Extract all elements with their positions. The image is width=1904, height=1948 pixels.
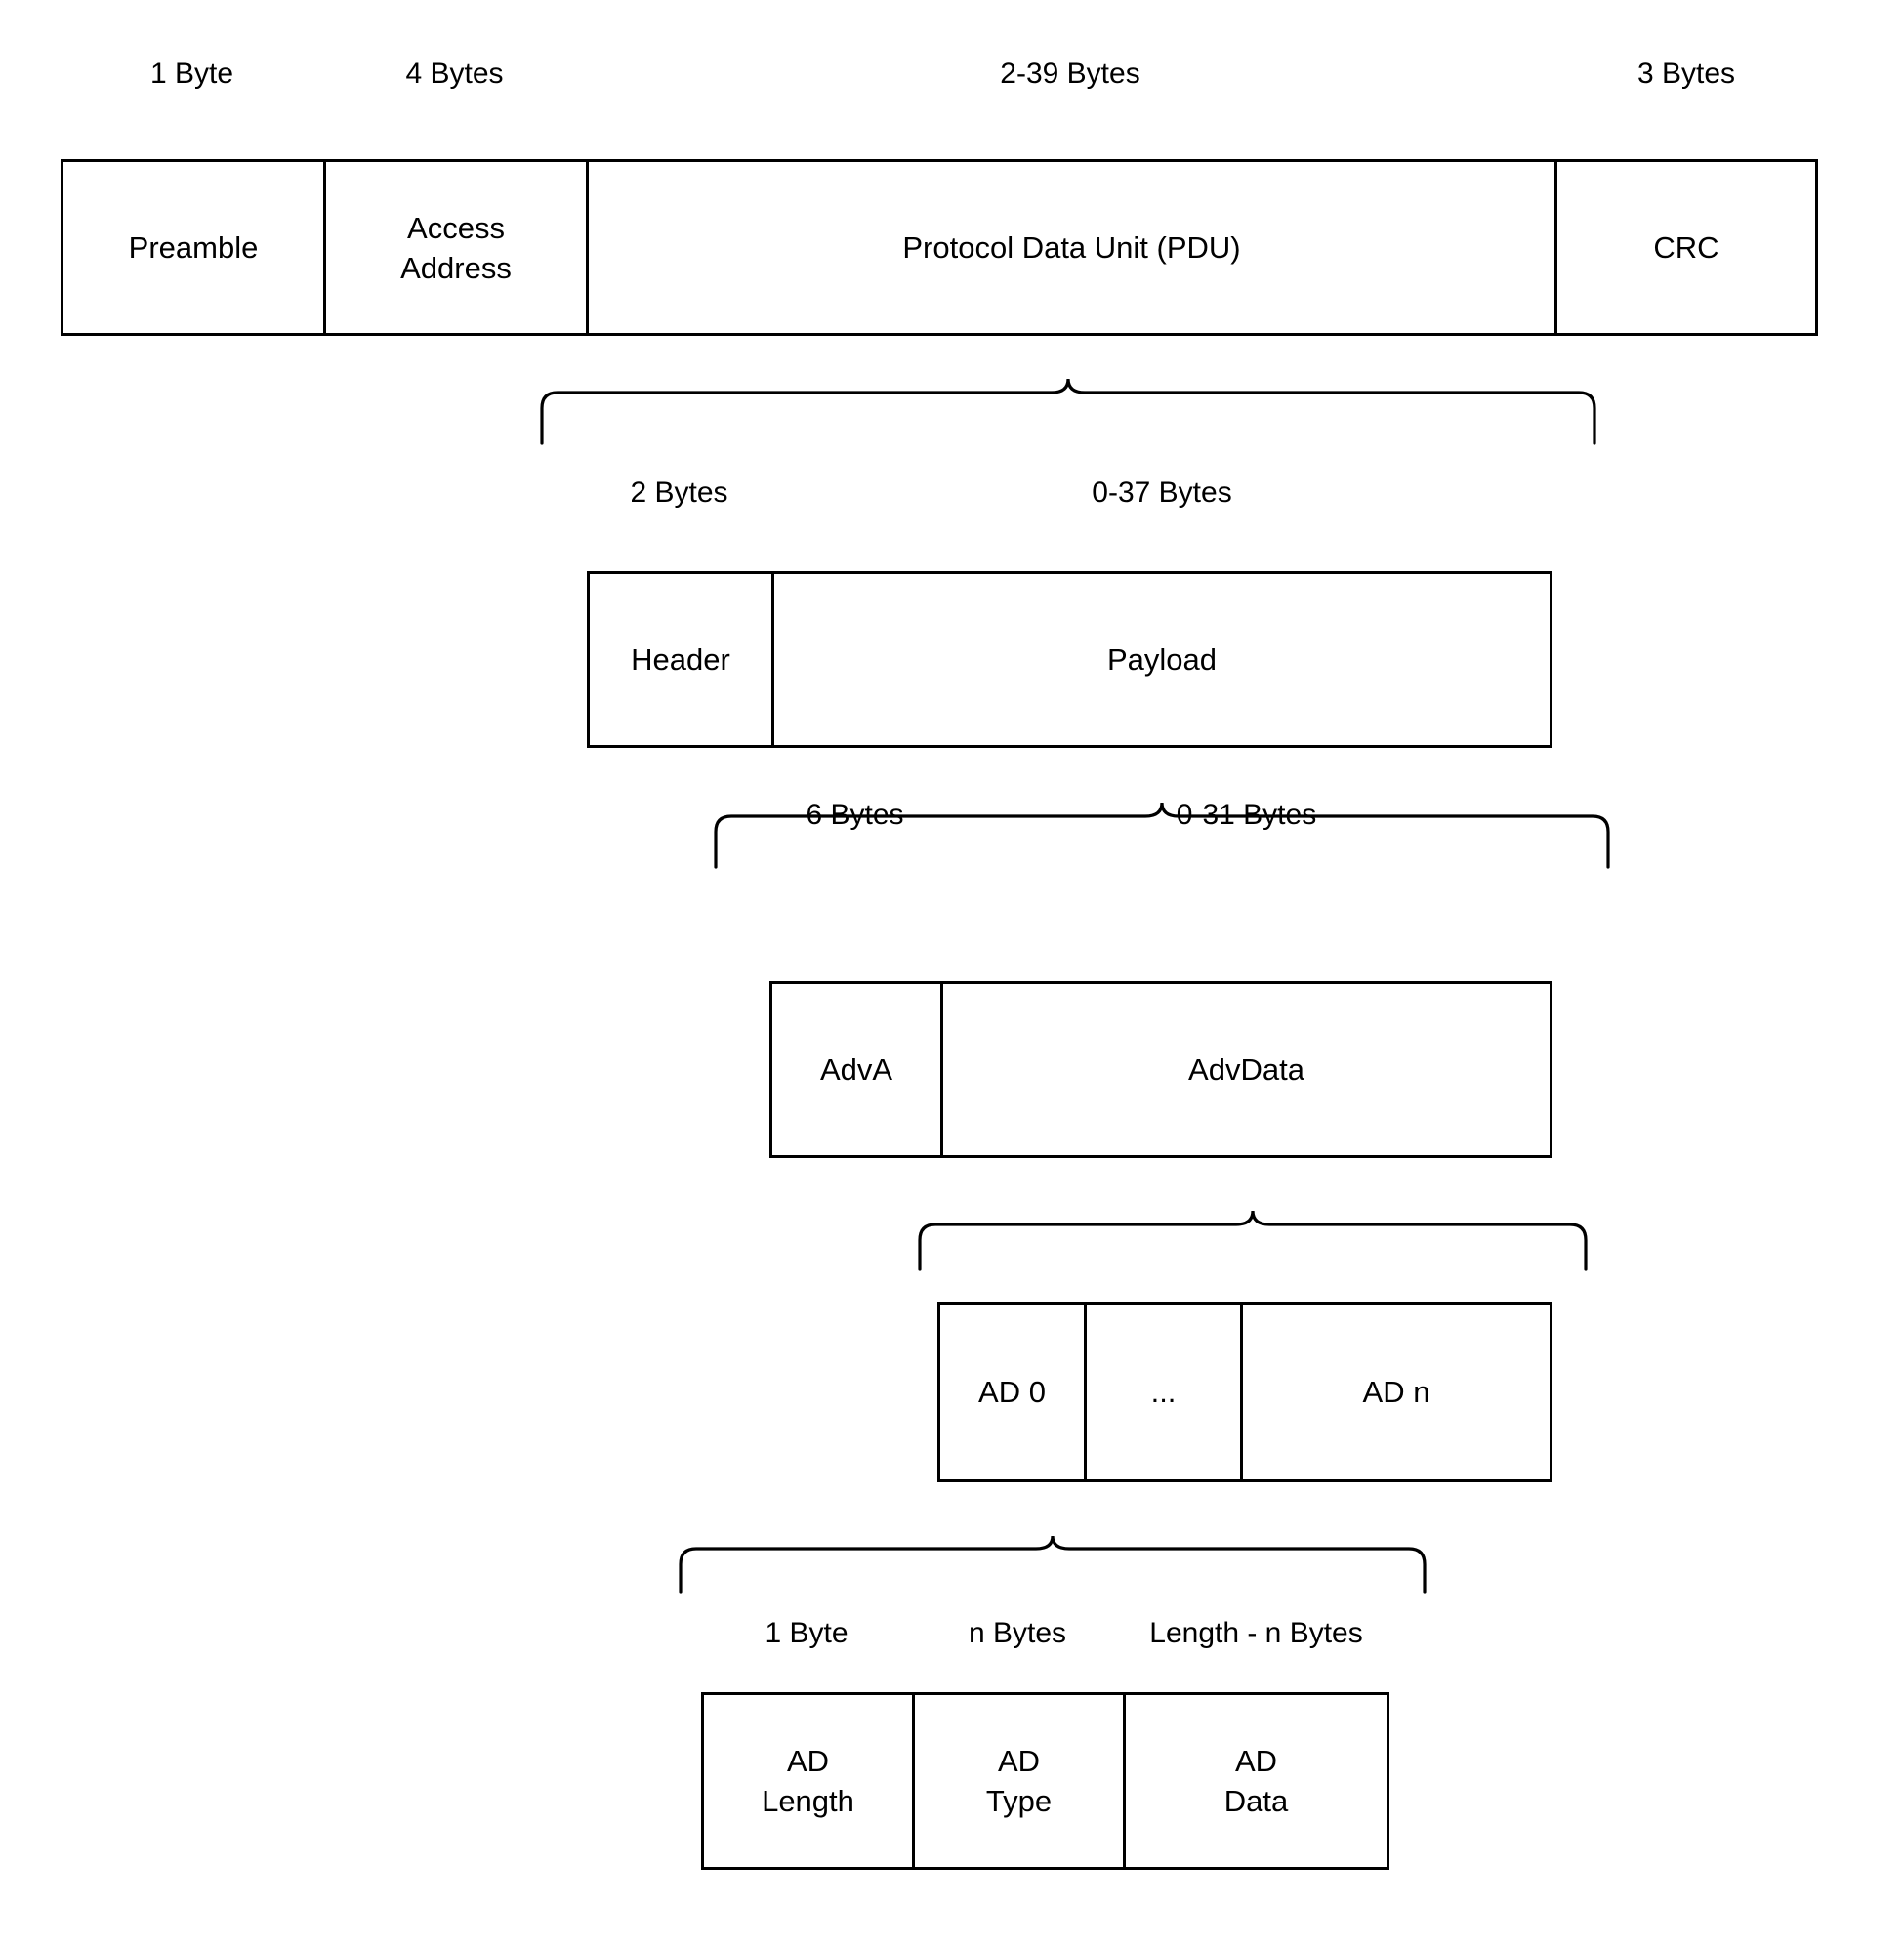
field-pdu[interactable]: Protocol Data Unit (PDU) [589, 162, 1557, 333]
field-adva[interactable]: AdvA [772, 984, 943, 1155]
size-label-payload: 0-37 Bytes [1092, 477, 1232, 509]
field-ad-0[interactable]: AD 0 [940, 1305, 1087, 1479]
advdata-row: AD 0 ... AD n [937, 1302, 1552, 1482]
field-ad-type[interactable]: AD Type [915, 1695, 1126, 1867]
brace-pdu [540, 377, 1596, 445]
size-label-crc: 3 Bytes [1636, 58, 1736, 90]
field-header[interactable]: Header [590, 574, 774, 745]
ad-structure-row: AD Length AD Type AD Data [701, 1692, 1389, 1870]
field-ad-ellipsis[interactable]: ... [1087, 1305, 1243, 1479]
field-ad-length[interactable]: AD Length [704, 1695, 915, 1867]
size-label-preamble: 1 Byte [149, 58, 234, 90]
pdu-row: Header Payload [587, 571, 1552, 748]
size-label-advdata: 0-31 Bytes [1176, 799, 1317, 831]
size-label-adva: 6 Bytes [806, 799, 904, 831]
field-crc[interactable]: CRC [1557, 162, 1815, 333]
field-access-address[interactable]: Access Address [326, 162, 589, 333]
size-label-ad-length: 1 Byte [765, 1617, 849, 1649]
link-layer-packet-row: Preamble Access Address Protocol Data Un… [61, 159, 1818, 336]
brace-ad [679, 1535, 1427, 1603]
size-label-ad-type: n Bytes [968, 1617, 1067, 1649]
size-label-pdu: 2-39 Bytes [1000, 58, 1140, 90]
payload-row: AdvA AdvData [769, 981, 1552, 1158]
field-payload[interactable]: Payload [774, 574, 1550, 745]
field-ad-n[interactable]: AD n [1243, 1305, 1550, 1479]
brace-payload [714, 801, 1610, 869]
field-preamble[interactable]: Preamble [63, 162, 326, 333]
size-label-header: 2 Bytes [630, 477, 728, 509]
size-label-ad-data: Length - n Bytes [1149, 1617, 1363, 1649]
size-label-access-address: 4 Bytes [405, 58, 504, 90]
field-ad-data[interactable]: AD Data [1126, 1695, 1387, 1867]
brace-advdata [918, 1209, 1588, 1277]
field-advdata[interactable]: AdvData [943, 984, 1550, 1155]
